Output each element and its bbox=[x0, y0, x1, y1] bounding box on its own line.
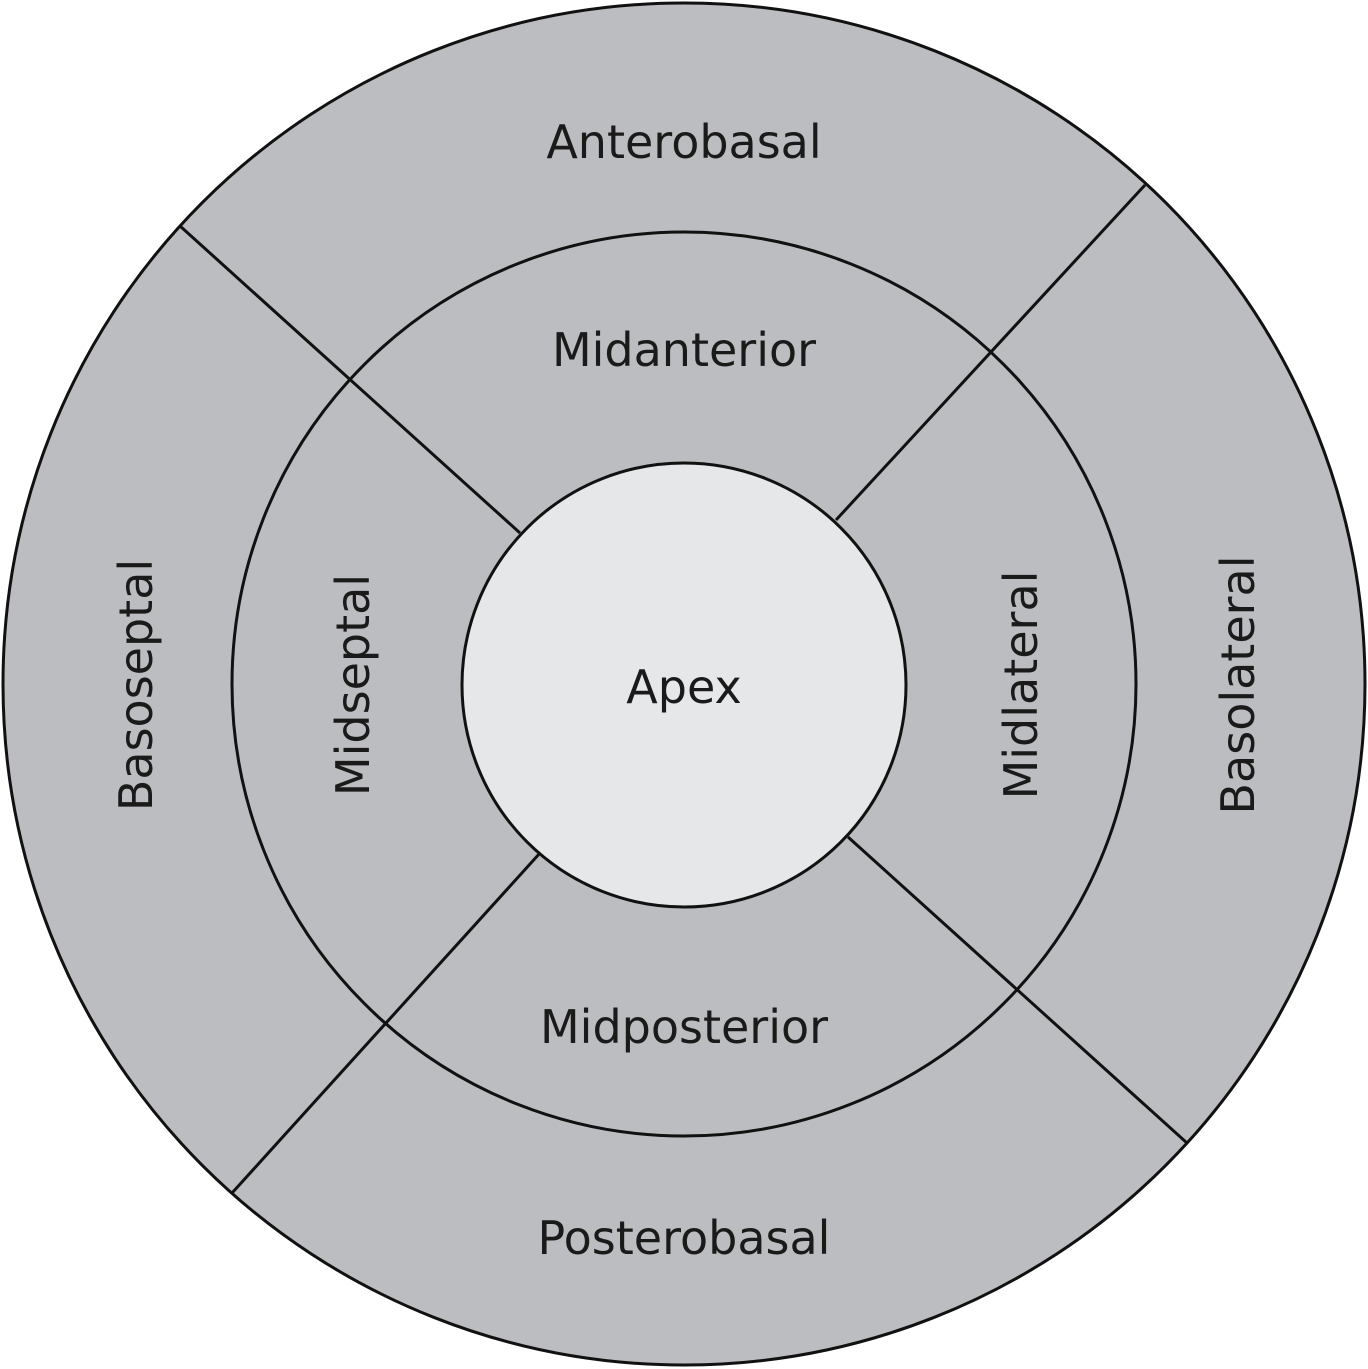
apex-circle bbox=[460, 461, 908, 909]
label-anterobasal: Anterobasal bbox=[546, 115, 821, 169]
label-basolateral: Basolateral bbox=[1211, 555, 1265, 814]
label-midlateral: Midlateral bbox=[994, 571, 1048, 800]
divider-upper-left bbox=[178, 224, 522, 535]
label-midanterior: Midanterior bbox=[552, 323, 816, 377]
label-apex: Apex bbox=[626, 660, 741, 714]
divider-upper-right bbox=[834, 183, 1147, 522]
label-midseptal: Midseptal bbox=[326, 574, 380, 796]
divider-lower-right bbox=[846, 835, 1189, 1145]
divider-lower-left bbox=[230, 851, 542, 1195]
label-midposterior: Midposterior bbox=[540, 1000, 828, 1054]
label-basoseptal: Basoseptal bbox=[109, 559, 163, 811]
label-posterobasal: Posterobasal bbox=[538, 1211, 831, 1265]
